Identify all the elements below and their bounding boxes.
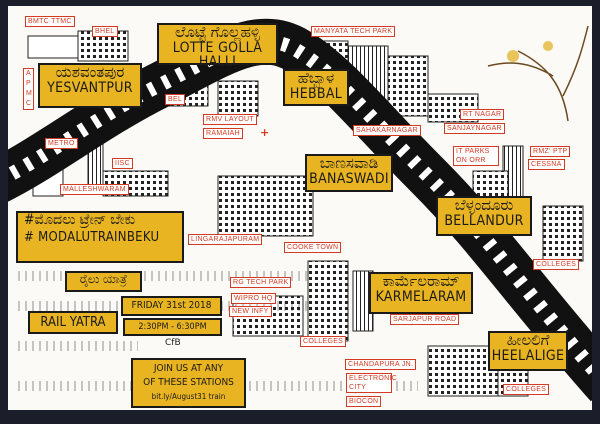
hashtag-banner: #ಮೊದಲು ಟ್ರೇನ್ ಬೇಕು# MODALUTRAINBEKU (16, 211, 184, 263)
join-us-banner: JOIN US AT ANY OF THESE STATIONS bit.ly/Au… (131, 358, 246, 408)
station-name-english: KARMELARAM (375, 288, 467, 305)
landmark-label: CESSNA (528, 159, 565, 170)
landmark-label: COOKE TOWN (284, 242, 342, 253)
hashtag-english: # MODALUTRAINBEKU (24, 229, 160, 245)
time-banner: 2:30PM - 6:30PM (123, 318, 222, 336)
station-name-english: HEBBAL (289, 85, 343, 102)
landmark-label: NEW INFY (229, 306, 272, 317)
station-name-english: YESVANTPUR (47, 79, 133, 96)
landmark-label: BHEL (92, 26, 118, 37)
station-name-kannada: ಹೆಬ್ಬಾಳ (297, 69, 335, 87)
join-line-1: JOIN US AT ANY (153, 363, 224, 374)
station-name-english: BELLANDUR (444, 212, 524, 229)
station-name-english: LOTTE GOLLA HALLI (172, 39, 263, 71)
landmark-label: MANYATA TECH PARK (311, 26, 396, 37)
signature: CfB (165, 338, 181, 348)
landmark-label: BMTC TTMC (25, 16, 75, 27)
landmark-label: METRO (45, 138, 78, 149)
landmark-label: WIPRO HQ (231, 293, 276, 304)
landmark-label: COLLEGES (533, 259, 580, 270)
landmark-label: RMV LAYOUT (203, 114, 257, 125)
buildings (27, 30, 584, 397)
landmark-label: CHANDAPURA JN. (345, 359, 417, 370)
landmark-label: SARJAPUR ROAD (390, 314, 460, 325)
station-sign-lotte-golla-halli: ಲೊಟ್ಟೆ ಗೊಲ್ಲಹಳ್ಳಿLOTTE GOLLA HALLI (157, 23, 278, 70)
rail-sleepers (8, 34, 592, 379)
station-name-kannada: ಯಶವಂತಪುರ (55, 63, 125, 81)
station-sign-banaswadi: ಬಾಣಸವಾಡಿBANASWADI (305, 154, 393, 192)
landmark-label: APMC (23, 68, 34, 110)
station-name-kannada: ಹೀಲಲಿಗೆ (506, 331, 550, 349)
station-name-kannada: ಲೊಟ್ಟೆ ಗೊಲ್ಲಹಳ್ಳಿ (175, 23, 260, 41)
rail-track-illustration (8, 18, 592, 402)
landmark-label: COLLEGES (503, 384, 550, 395)
station-sign-karmelaram: ಕಾರ್ಮೆಲರಾಮ್KARMELARAM (369, 272, 473, 314)
landmark-label: BEL (165, 94, 186, 105)
station-sign-heelalige: ಹೀಲಲಿಗೆHEELALIGE (488, 331, 568, 371)
landmark-label: RT NAGAR (460, 109, 505, 120)
station-name-english: BANASWADI (309, 170, 389, 187)
landmark-label: RG TECH PARK (230, 277, 292, 288)
date-banner: FRIDAY 31st 2018 (121, 296, 222, 316)
landmark-label: RMZ' PTP (530, 146, 571, 157)
station-name-kannada: ಬೆಳ್ಳಂದೂರು (454, 196, 514, 214)
landmark-label: BIOCON (346, 396, 382, 407)
landmark-label: COLLEGES (300, 336, 347, 347)
tree (487, 25, 589, 122)
landmark-label: IISC (112, 158, 133, 169)
hashtag-kannada: #ಮೊದಲು ಟ್ರೇನ್ ಬೇಕು (24, 212, 136, 228)
landmark-label: MALLESHWARAM (60, 184, 129, 195)
rail-yatra-banner: RAIL YATRA (28, 311, 118, 334)
landmark-label: SANJAYNAGAR (444, 123, 505, 134)
landmark-label: IT PARKS ON ORR (453, 146, 499, 166)
landmark-label: LINGARAJAPURAM (188, 234, 263, 245)
landmark-label: ELECTRONIC CITY (346, 373, 397, 393)
station-name-kannada: ಕಾರ್ಮೆಲರಾಮ್ (382, 272, 460, 290)
rail-yatra-kannada-banner: ರೈಲು ಯಾತ್ರೆ (65, 271, 142, 292)
event-link[interactable]: bit.ly/August31 train (151, 392, 226, 401)
landmark-label: RAMAIAH (203, 128, 243, 139)
station-name-kannada: ಬಾಣಸವಾಡಿ (319, 154, 379, 172)
station-sign-bellandur: ಬೆಳ್ಳಂದೂರುBELLANDUR (436, 196, 532, 236)
join-line-2: OF THESE STATIONS (143, 377, 234, 388)
station-name-english: HEELALIGE (491, 347, 565, 364)
landmark-label: SAHAKARNAGAR (353, 125, 421, 136)
hospital-cross-icon: + (260, 126, 270, 139)
